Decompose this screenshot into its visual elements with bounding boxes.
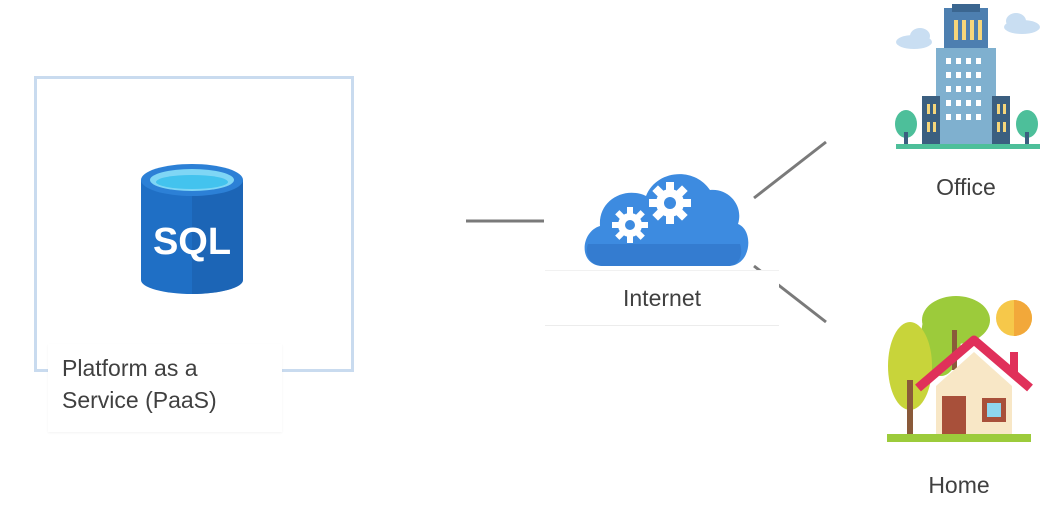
office-building-icon — [895, 4, 1040, 149]
home-label: Home — [928, 472, 990, 498]
paas-label-line2: Service (PaaS) — [62, 387, 217, 413]
paas-label-line1: Platform as a — [62, 355, 198, 381]
internet-label: Internet — [545, 270, 779, 326]
paas-label: Platform as a Service (PaaS) — [48, 344, 282, 432]
cloud-gears-icon — [584, 174, 749, 266]
sql-database-icon: SQL — [141, 164, 243, 294]
sql-label: SQL — [153, 221, 231, 263]
office-label: Office — [936, 174, 996, 200]
house-icon — [887, 296, 1033, 442]
connector-internet-office — [753, 140, 827, 200]
